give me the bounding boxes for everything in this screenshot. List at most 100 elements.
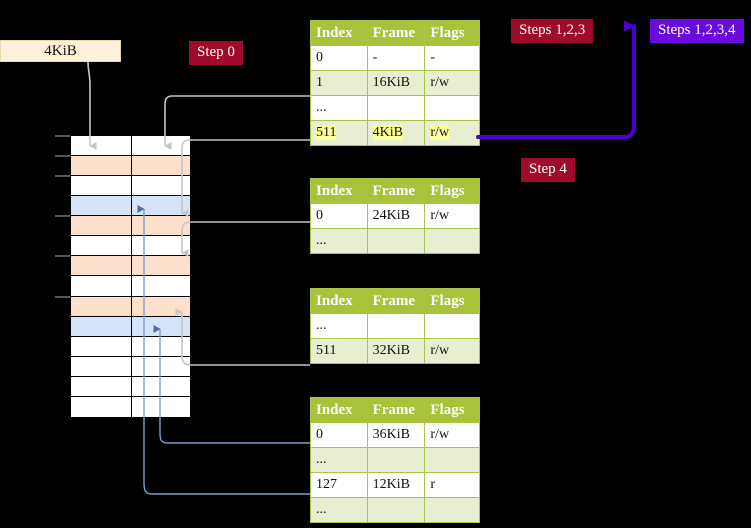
table-cell: r/w [424,422,480,448]
column-header-index: Index [310,178,368,204]
table-cell: r/w [424,70,480,96]
steps-123-badge: Steps 1,2,3 [511,19,594,43]
highlighted-value: r/w [430,125,450,140]
memory-frame-row [71,396,190,417]
column-header-frame: Frame [366,397,426,423]
memory-frame-row [71,336,190,357]
column-header-flags: Flags [424,397,480,423]
column-header-flags: Flags [424,288,480,314]
table-cell: ... [310,447,368,473]
table-cell [424,228,480,254]
steps-1234-badge: Steps 1,2,3,4 [650,19,744,43]
table-cell [366,228,426,254]
table-cell: 511 [310,120,368,146]
table-cell [366,95,426,121]
memory-address-tick [55,295,70,298]
step-0-label: Step 0 [197,44,235,60]
steps-123-label: Steps 1,2,3 [519,22,586,38]
frame-divider [131,236,132,256]
frame-divider [131,196,132,216]
table-cell: 36KiB [366,422,426,448]
table-cell: ... [310,313,368,339]
column-header-frame: Frame [366,20,426,46]
frame-divider [131,156,132,176]
memory-frame-row [71,196,190,217]
table-cell: 4KiB [366,120,426,146]
table-cell [366,313,426,339]
memory-frame-row [71,216,190,237]
size-label-text: 4KiB [44,42,77,59]
table-cell [424,497,480,523]
step-4-badge: Step 4 [521,158,575,182]
memory-address-tick [55,135,70,137]
table-cell [424,95,480,121]
column-header-index: Index [310,20,368,46]
table-cell: ... [310,95,368,121]
memory-frame-row [71,376,190,397]
column-header-index: Index [310,288,368,314]
table-cell: ... [310,497,368,523]
table-row: ... [310,447,480,473]
column-header-index: Index [310,397,368,423]
table-cell: 511 [310,338,368,364]
table-cell: 32KiB [366,338,426,364]
memory-address-tick [55,175,70,178]
table-row: ... [310,228,480,254]
highlighted-value: 4KiB [372,125,403,140]
frame-divider [131,176,132,196]
table-cell [366,497,426,523]
memory-frame-row [71,156,190,177]
memory-frame-row [71,236,190,257]
memory-frame-row [71,356,190,377]
table-row: ... [310,497,480,523]
table-cell: 0 [310,203,368,229]
memory-frame-row [71,276,190,297]
table-cell [366,447,426,473]
table-row: 0-- [310,45,480,71]
frame-divider [131,296,132,316]
table-cell: 16KiB [366,70,426,96]
frame-divider [131,136,132,156]
memory-address-tick [55,215,70,218]
connector-size-to-frame [87,61,97,150]
memory-frame-row [71,316,190,337]
memory-frame-row [71,256,190,277]
table-cell: 24KiB [366,203,426,229]
column-header-flags: Flags [424,20,480,46]
table-cell: r/w [424,120,480,146]
memory-frame-row [71,136,190,157]
highlighted-value: 511 [316,125,337,140]
table-cell: - [366,45,426,71]
table-cell: 12KiB [366,472,426,498]
step-4-label: Step 4 [529,161,567,177]
column-header-frame: Frame [366,178,426,204]
table-row: 511 4KiB r/w [310,120,480,146]
frame-divider [131,376,132,396]
column-header-frame: Frame [366,288,426,314]
table-cell: - [424,45,480,71]
table-cell: 127 [310,472,368,498]
memory-frame-row [71,176,190,197]
table-cell: ... [310,228,368,254]
table-cell: r/w [424,203,480,229]
frame-divider [131,276,132,296]
table-row: ... [310,95,480,121]
table-cell: r/w [424,338,480,364]
table-row: ... [310,313,480,339]
frame-divider [131,356,132,376]
frame-divider [131,256,132,276]
connector-l4-entry511-to-frame [181,139,310,217]
connector-l2-entry511-to-frame [175,308,310,366]
connector-l3-entry0-to-frame [181,221,310,257]
column-header-flags: Flags [424,178,480,204]
memory-address-tick [55,155,70,158]
